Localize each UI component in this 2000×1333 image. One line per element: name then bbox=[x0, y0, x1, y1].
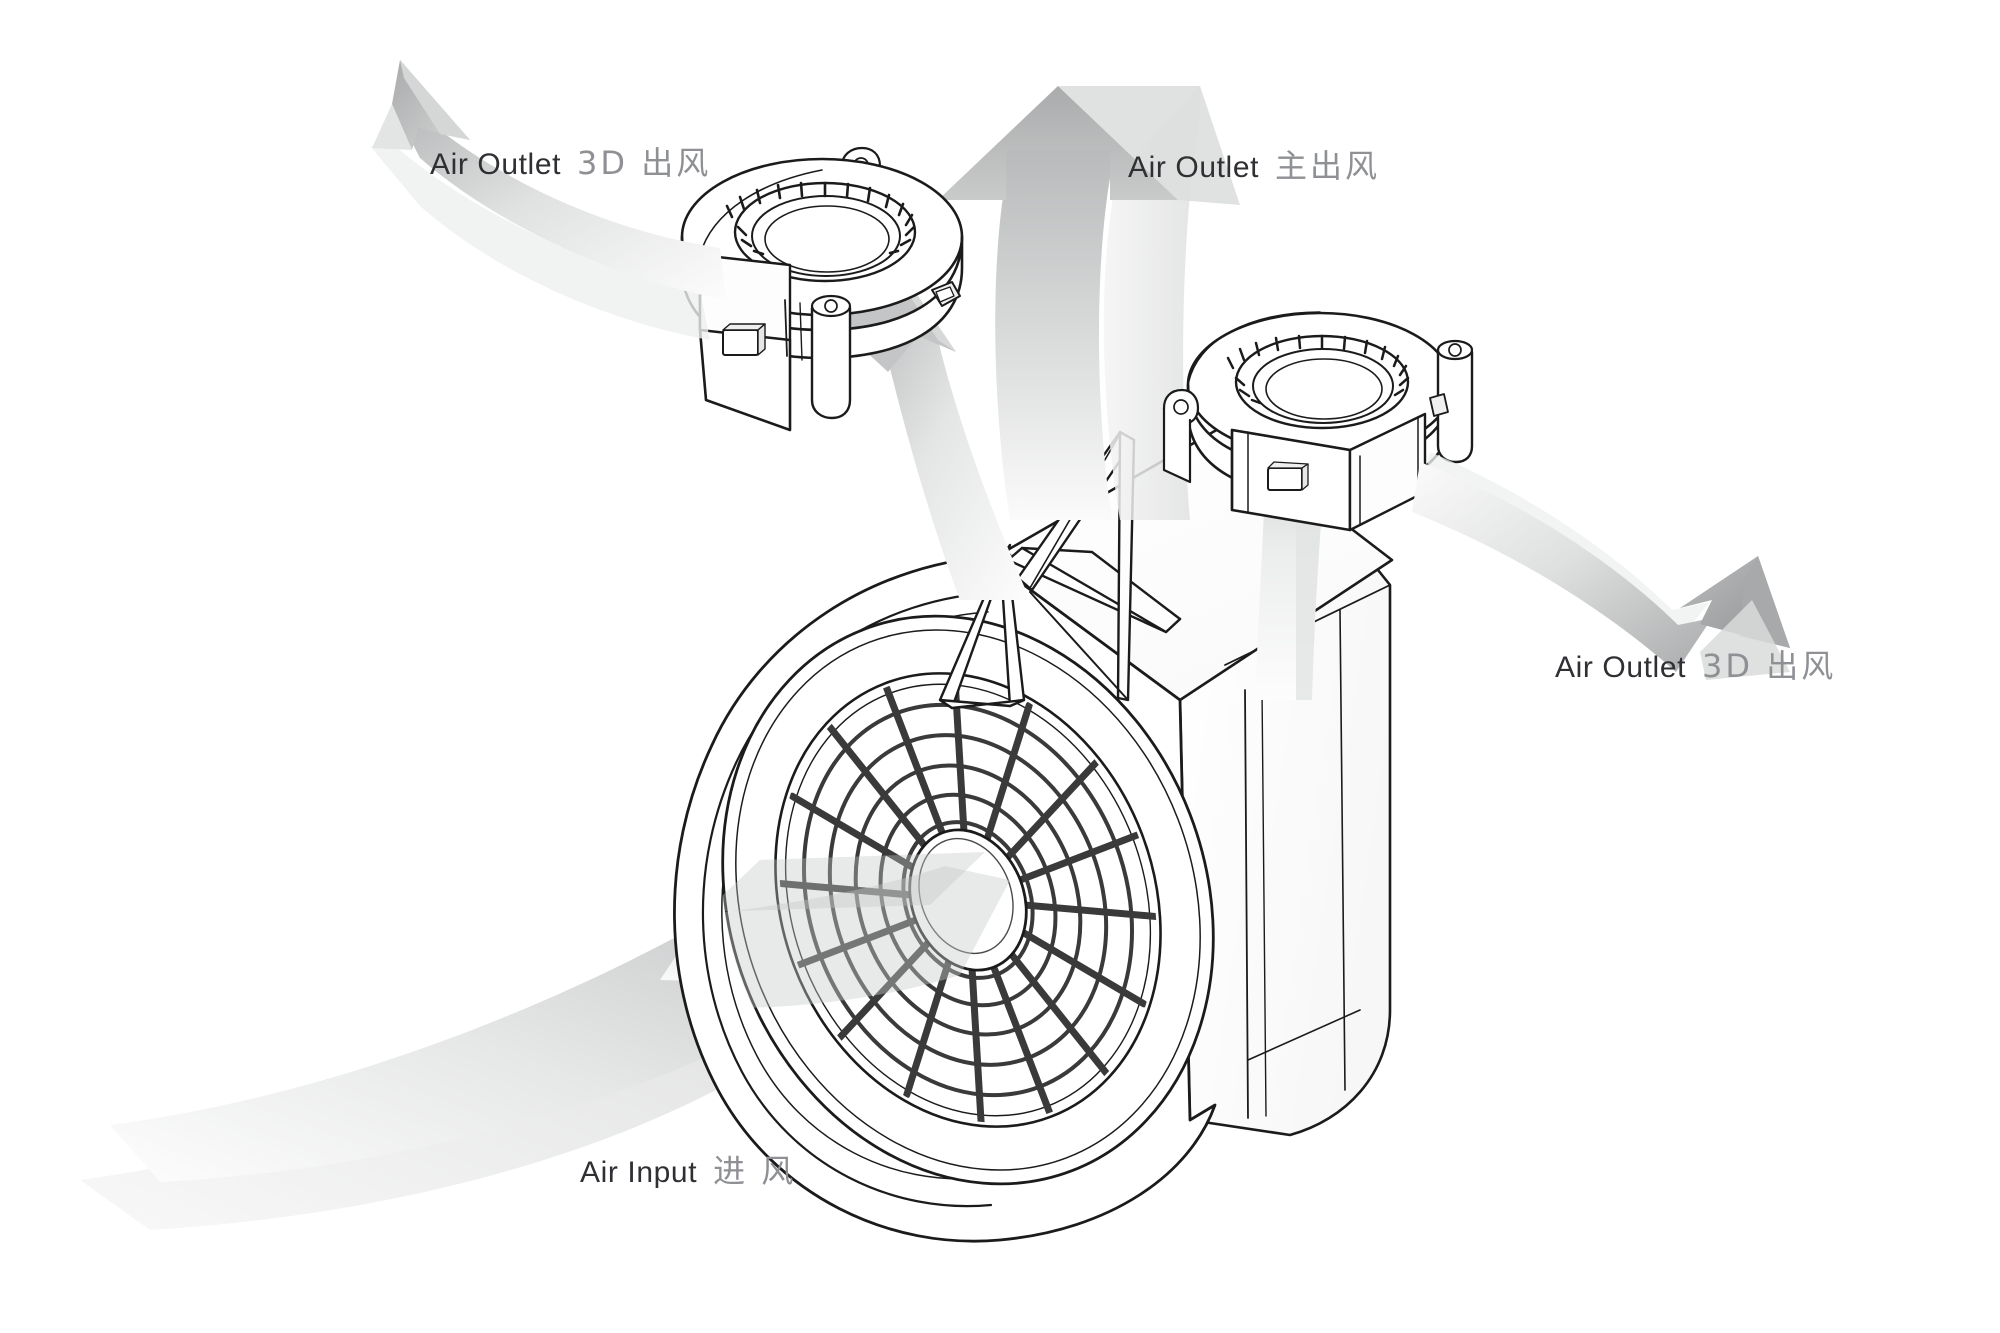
outlet-3d-right-arrow bbox=[1412, 452, 1790, 680]
main-outlet-arrow bbox=[938, 86, 1240, 520]
main-blower-housing bbox=[673, 426, 1394, 1243]
label-air-input: Air Input 进 风 bbox=[580, 1155, 796, 1188]
label-en-text: Air Outlet bbox=[1555, 651, 1687, 684]
label-cn-text: 进 风 bbox=[713, 1152, 797, 1190]
label-air-outlet-main: Air Outlet 主出风 bbox=[1128, 150, 1380, 183]
blower-module-upper-left bbox=[680, 146, 964, 432]
air-input-arrow-overlay bbox=[700, 852, 1010, 1009]
outlet-3d-left-arrow bbox=[370, 60, 726, 340]
label-en-text: Air Outlet bbox=[1128, 151, 1260, 184]
label-air-outlet-3d-right: Air Outlet 3D 出风 bbox=[1555, 650, 1836, 683]
label-cn-text: 3D 出风 bbox=[577, 144, 712, 182]
label-cn-text: 3D 出风 bbox=[1702, 647, 1837, 685]
label-cn-text: 主出风 bbox=[1275, 147, 1381, 185]
label-air-outlet-3d-left: Air Outlet 3D 出风 bbox=[430, 147, 711, 180]
label-en-text: Air Outlet bbox=[430, 148, 562, 181]
blower-module-right bbox=[1162, 311, 1474, 532]
label-en-text: Air Input bbox=[580, 1156, 698, 1189]
